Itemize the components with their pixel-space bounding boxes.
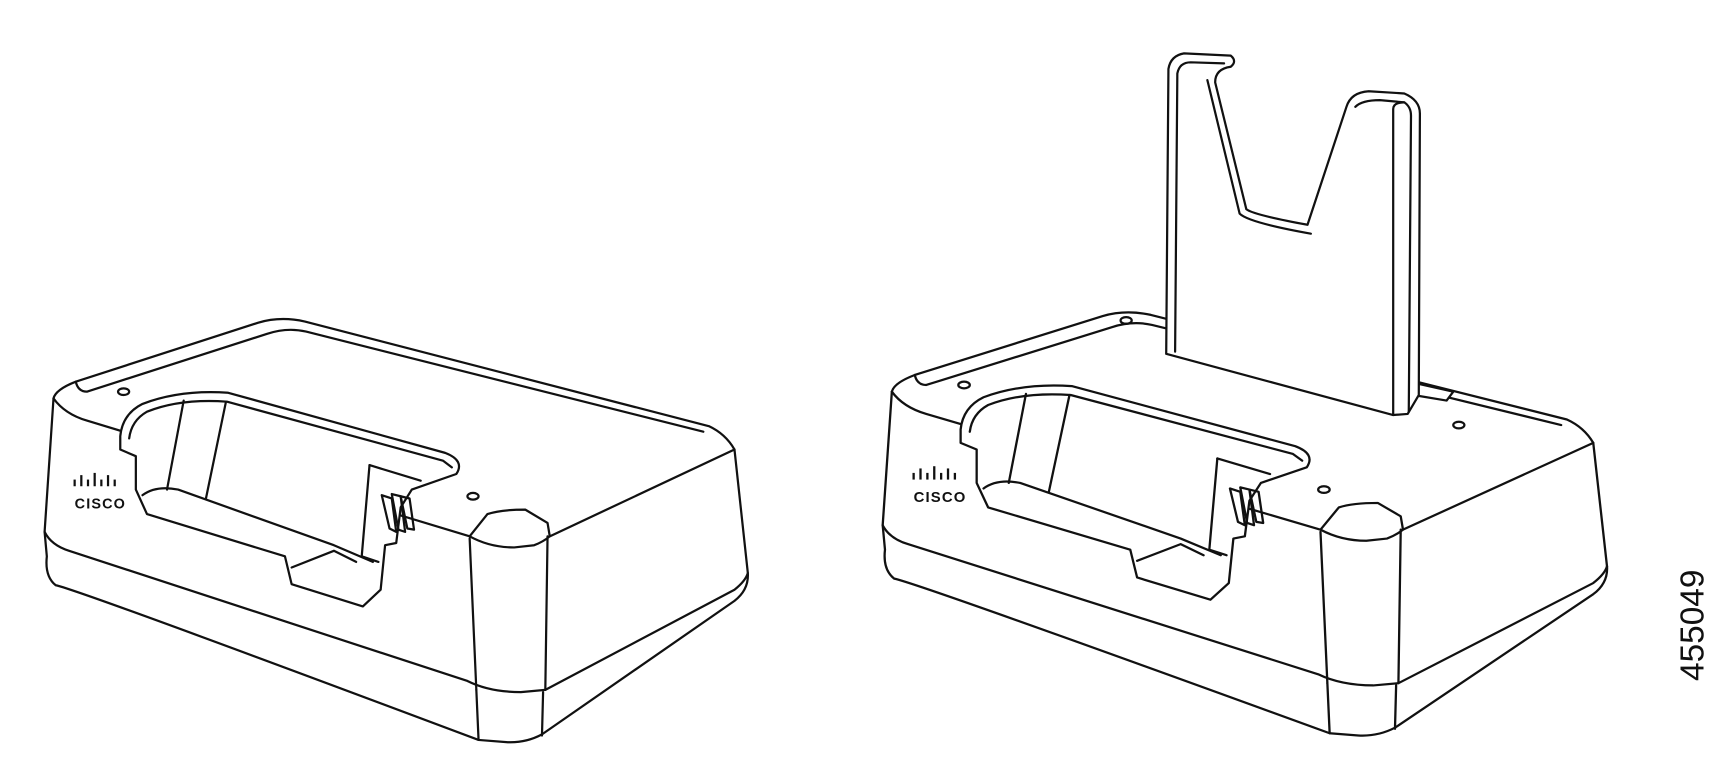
charger-with-stand: CISCO [881,311,1609,737]
cisco-logo-text: CISCO [75,497,126,513]
charger-without-stand: CISCO [43,317,750,744]
headset-stand [1165,52,1455,417]
cisco-logo-text: CISCO [914,490,967,506]
figure-number: 455049 [1675,570,1712,681]
